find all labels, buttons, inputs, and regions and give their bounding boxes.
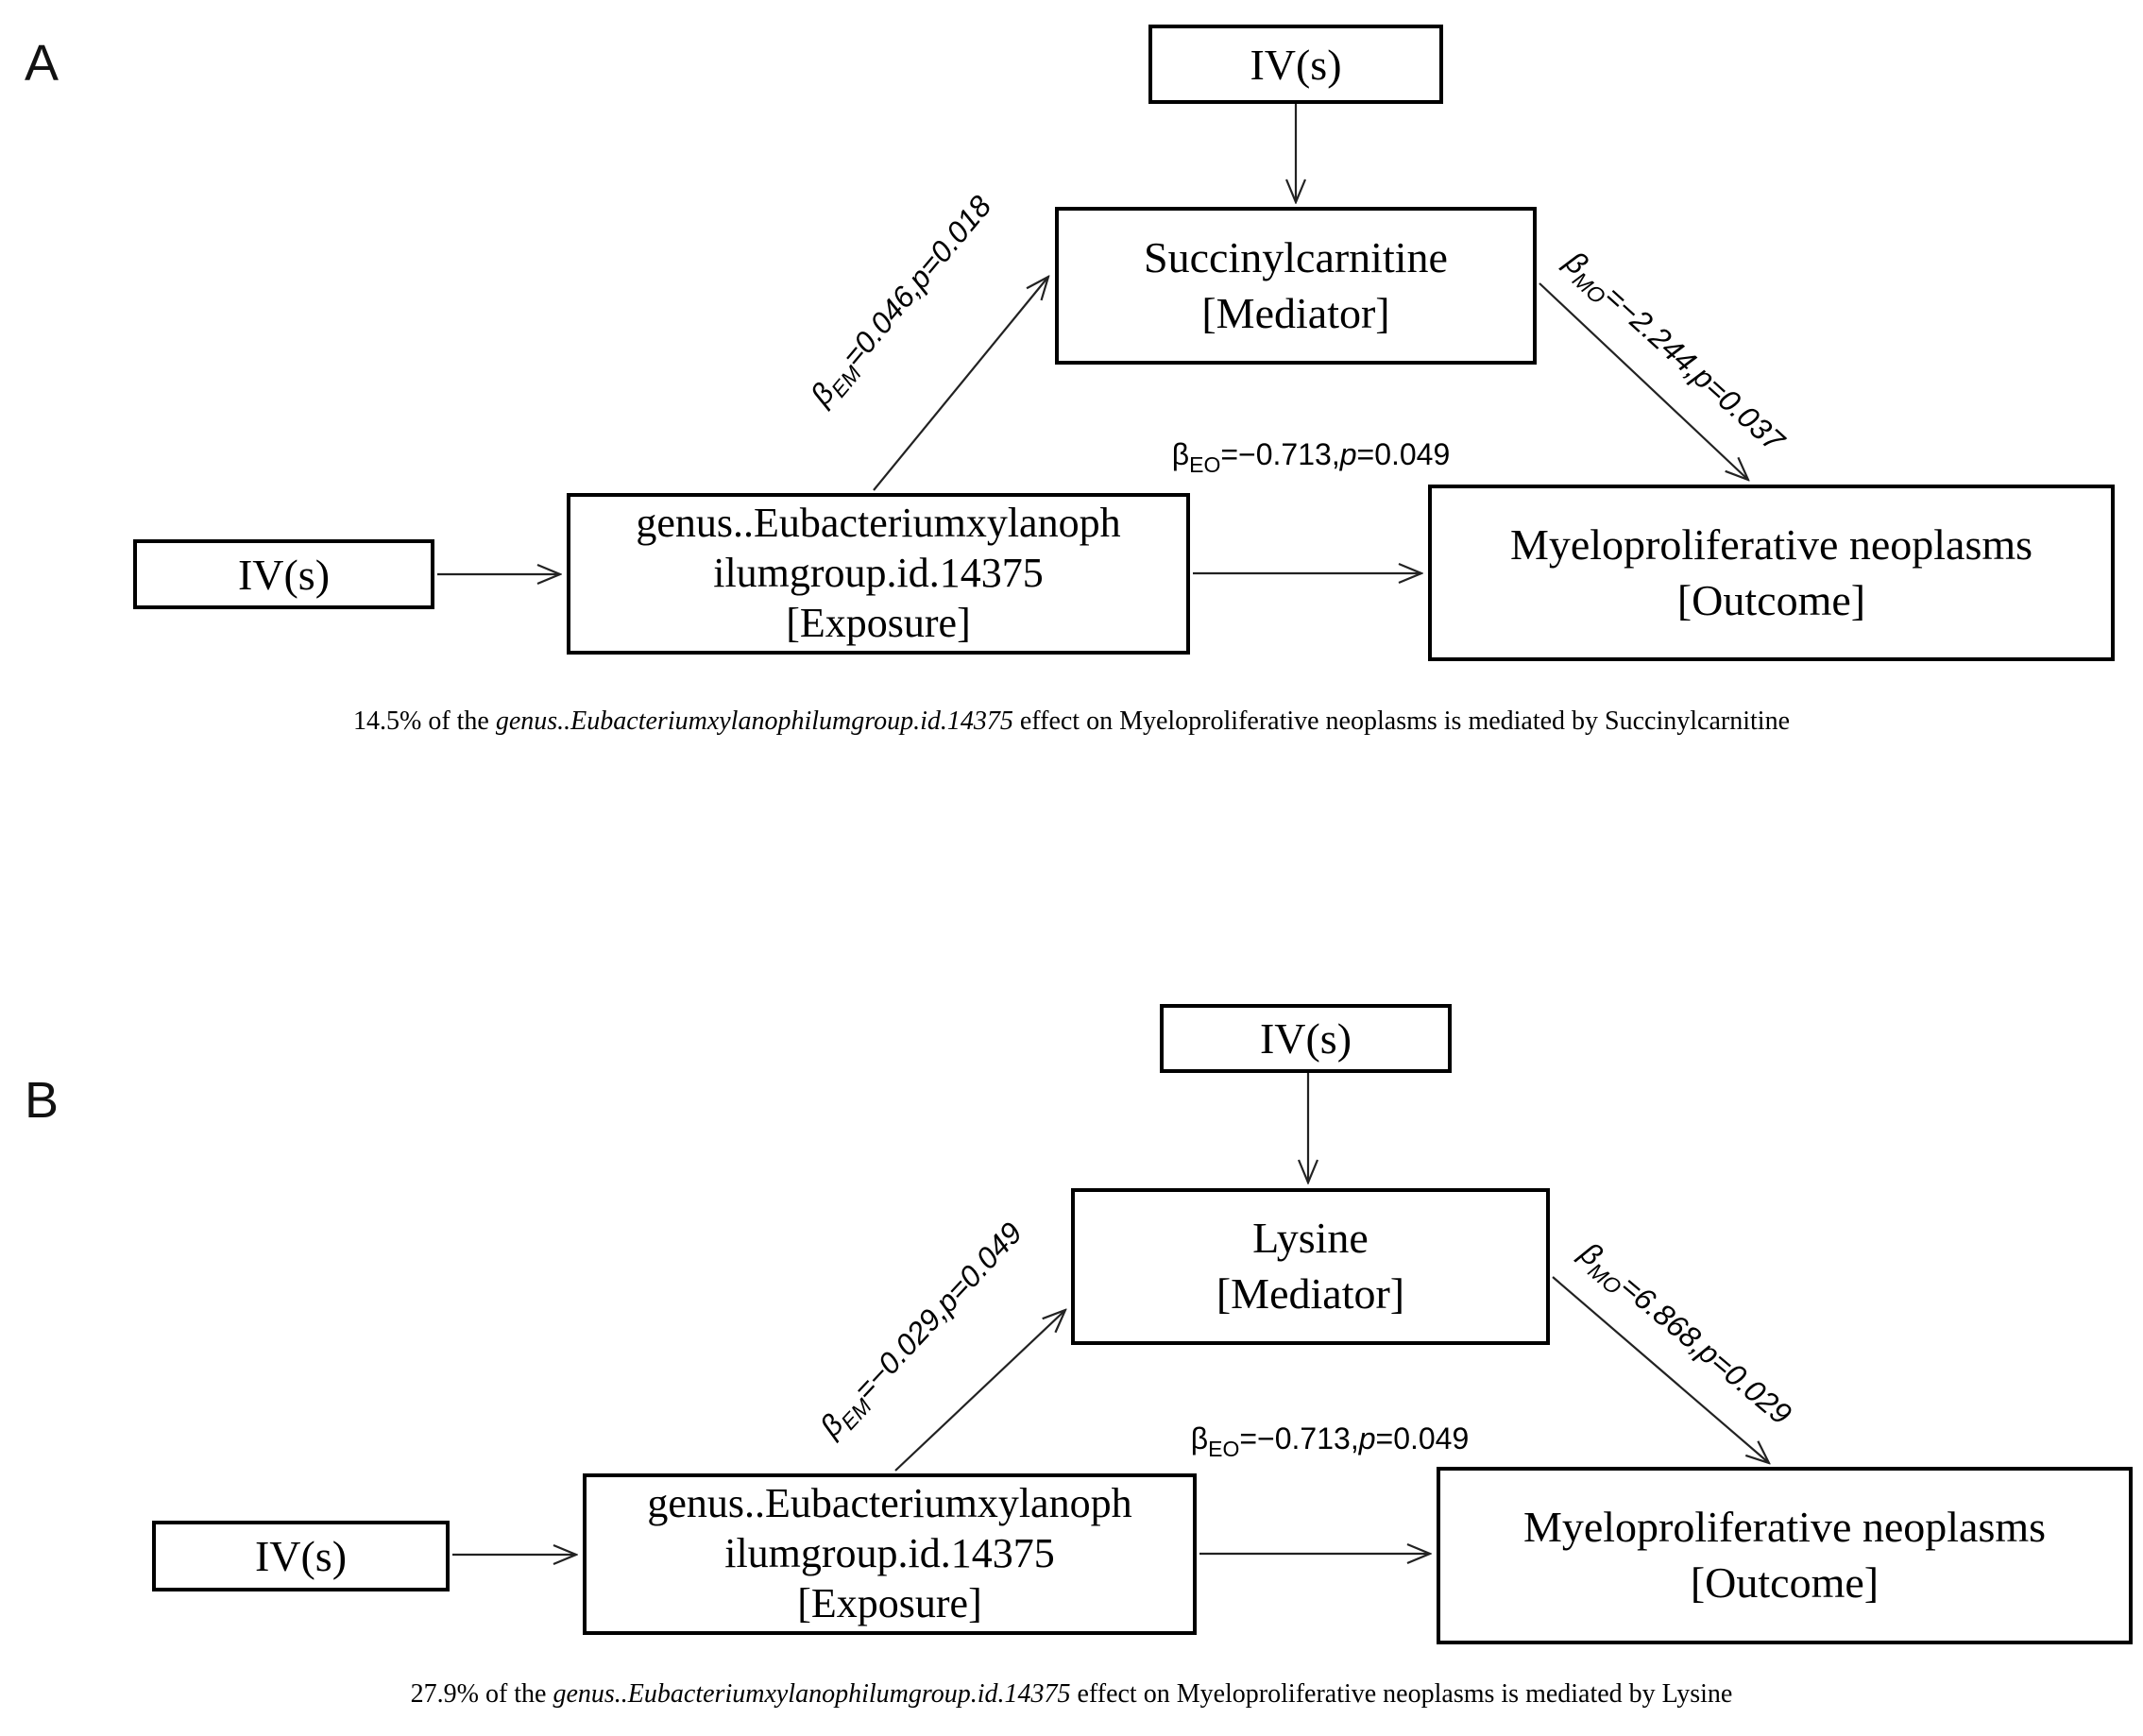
mediator-name-b: Lysine: [1252, 1214, 1369, 1263]
caption-b-prefix: 27.9% of the: [410, 1679, 553, 1709]
mediator-box-b: Lysine [Mediator]: [1071, 1188, 1550, 1345]
outcome-box-b: Myeloproliferative neoplasms [Outcome]: [1437, 1467, 2133, 1644]
mediator-name-a: Succinylcarnitine: [1144, 232, 1448, 281]
mediator-role-b: [Mediator]: [1216, 1269, 1405, 1318]
iv-left-box-b: IV(s): [152, 1521, 450, 1591]
caption-b-suffix: effect on Myeloproliferative neoplasms i…: [1070, 1679, 1733, 1709]
beta-eo-label-a: βEO=−0.713,p=0.049: [1172, 437, 1451, 477]
caption-b: 27.9% of the genus..Eubacteriumxylanophi…: [0, 1679, 2143, 1710]
arrow-exposure-to-mediator-a: [873, 277, 1048, 491]
mediator-role-a: [Mediator]: [1201, 288, 1390, 337]
exposure-box-b: genus..Eubacteriumxylanoph ilumgroup.id.…: [583, 1473, 1197, 1635]
panel-a-label: A: [25, 35, 60, 92]
iv-top-text-b: IV(s): [1259, 1014, 1352, 1063]
beta-mo-label-a: βMO=−2.244,p=0.037: [1555, 244, 1792, 463]
caption-b-italic: genus..Eubacteriumxylanophilumgroup.id.1…: [553, 1679, 1071, 1709]
mediator-box-a: Succinylcarnitine [Mediator]: [1055, 207, 1537, 365]
iv-top-box-a: IV(s): [1148, 25, 1443, 104]
exposure-name-line1-a: genus..Eubacteriumxylanoph: [636, 500, 1121, 547]
beta-em-label-b: βEM=−0.029,p=0.049: [812, 1216, 1032, 1448]
caption-a: 14.5% of the genus..Eubacteriumxylanophi…: [0, 706, 2143, 737]
outcome-name-a: Myeloproliferative neoplasms: [1509, 519, 2033, 569]
beta-eo-label-b: βEO=−0.713,p=0.049: [1191, 1421, 1470, 1461]
exposure-name-line1-b: genus..Eubacteriumxylanoph: [647, 1480, 1132, 1527]
outcome-role-b: [Outcome]: [1690, 1558, 1879, 1607]
outcome-name-b: Myeloproliferative neoplasms: [1522, 1503, 2047, 1552]
arrow-mediator-to-outcome-b: [1552, 1276, 1769, 1463]
caption-a-prefix: 14.5% of the: [353, 706, 496, 736]
exposure-name-line2-a: ilumgroup.id.14375: [713, 550, 1044, 597]
exposure-box-a: genus..Eubacteriumxylanoph ilumgroup.id.…: [567, 493, 1190, 655]
arrow-mediator-to-outcome-a: [1539, 282, 1748, 480]
caption-a-italic: genus..Eubacteriumxylanophilumgroup.id.1…: [495, 706, 1013, 736]
iv-left-text-b: IV(s): [254, 1532, 348, 1580]
iv-left-text-a: IV(s): [237, 550, 331, 599]
iv-top-text-a: IV(s): [1250, 40, 1342, 89]
caption-a-suffix: effect on Myeloproliferative neoplasms i…: [1012, 706, 1790, 736]
iv-top-box-b: IV(s): [1160, 1004, 1452, 1073]
outcome-role-a: [Outcome]: [1676, 575, 1866, 624]
exposure-role-a: [Exposure]: [786, 599, 971, 646]
beta-em-label-a: βEM=0.046,p=0.018: [803, 189, 1002, 416]
iv-left-box-a: IV(s): [133, 539, 434, 609]
exposure-role-b: [Exposure]: [797, 1579, 982, 1626]
beta-mo-label-b: βMO=6.868,p=0.029: [1570, 1234, 1798, 1436]
exposure-name-line2-b: ilumgroup.id.14375: [724, 1530, 1055, 1577]
outcome-box-a: Myeloproliferative neoplasms [Outcome]: [1428, 485, 2115, 661]
arrow-exposure-to-mediator-b: [894, 1310, 1065, 1472]
panel-b-label: B: [25, 1072, 60, 1129]
